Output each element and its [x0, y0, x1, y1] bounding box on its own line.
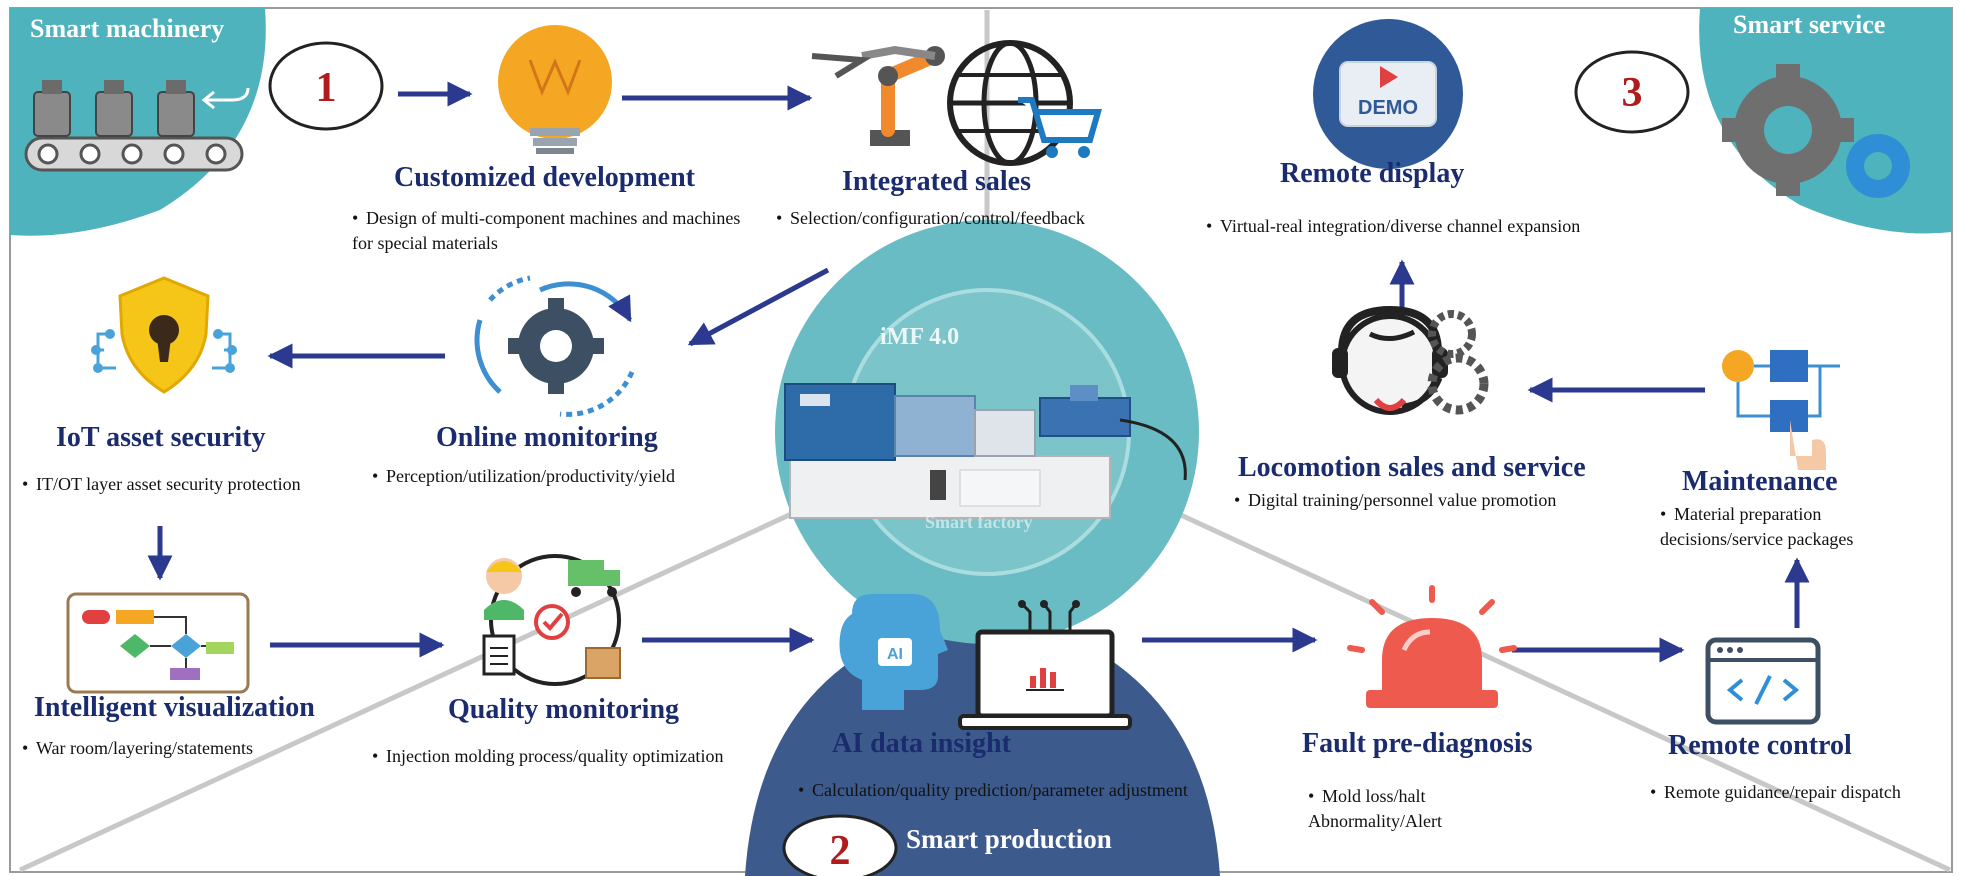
remote-display-title: Remote display: [1280, 158, 1465, 189]
number-3-text: 3: [1622, 70, 1643, 116]
demo-label: DEMO: [1358, 97, 1418, 119]
flow-process-icon: [1722, 350, 1840, 470]
injection-molding-machine-icon: [784, 383, 1187, 519]
smart-machinery-corner: [10, 8, 266, 236]
remote-control-text: Remote guidance/repair dispatch: [1664, 782, 1901, 802]
number-2-text: 2: [830, 828, 851, 874]
number-badge-2: 2: [782, 814, 898, 876]
locomotion-sales-title: Locomotion sales and service: [1238, 452, 1586, 483]
lightbulb-icon: [498, 25, 612, 154]
online-monitoring-title: Online monitoring: [436, 422, 658, 453]
gears-icon: [1722, 64, 1910, 198]
smart-production-title: Smart production: [906, 824, 1112, 854]
number-1-text: 1: [316, 65, 337, 111]
smart-service-title: Smart service: [1733, 10, 1886, 39]
integrated-sales-text: Selection/configuration/control/feedback: [790, 208, 1085, 228]
ai-data-insight-title: AI data insight: [832, 728, 1011, 759]
shield-lock-icon: [91, 276, 237, 394]
ai-data-insight-text: Calculation/quality prediction/parameter…: [812, 780, 1188, 800]
iot-asset-security-bullet: •IT/OT layer asset security protection: [22, 474, 301, 494]
intelligent-visualization-bullet: •War room/layering/statements: [22, 738, 253, 758]
divider-right: [1168, 507, 1952, 873]
quality-monitoring-bullet: •Injection molding process/quality optim…: [372, 746, 724, 766]
customized-development-text: Design of multi-component machines and m…: [352, 208, 741, 254]
quality-cycle-icon: [482, 554, 621, 686]
locomotion-sales-text: Digital training/personnel value promoti…: [1248, 490, 1557, 510]
online-monitoring-bullet: •Perception/utilization/productivity/yie…: [372, 466, 675, 486]
alarm-siren-icon: [1347, 585, 1517, 708]
remote-control-bullet: •Remote guidance/repair dispatch: [1650, 782, 1901, 802]
flow-arrows: [147, 81, 1810, 663]
integrated-sales-bullet: •Selection/configuration/control/feedbac…: [776, 208, 1085, 228]
fault-prediagnosis-title: Fault pre-diagnosis: [1302, 728, 1533, 759]
headset-agent-icon: [1332, 305, 1489, 415]
maintenance-text: Material preparation decisions/service p…: [1660, 504, 1854, 550]
number-badge-1: 1: [268, 41, 384, 131]
quality-monitoring-title: Quality monitoring: [448, 694, 680, 725]
hub-title: iMF 4.0: [880, 324, 960, 350]
remote-control-title: Remote control: [1668, 730, 1852, 761]
smart-machinery-title: Smart machinery: [30, 14, 225, 43]
conveyor-machinery-icon: [24, 80, 250, 172]
number-badge-3: 3: [1574, 50, 1690, 134]
demo-screen-icon: DEMO: [1313, 19, 1463, 169]
ai-data-insight-bullet: •Calculation/quality prediction/paramete…: [798, 780, 1188, 800]
locomotion-sales-bullet: •Digital training/personnel value promot…: [1234, 490, 1557, 510]
fault-prediagnosis-bullet: •Mold loss/halt Abnormality/Alert: [1308, 786, 1442, 832]
hub-subtitle: Smart factory: [925, 512, 1033, 532]
online-monitoring-text: Perception/utilization/productivity/yiel…: [386, 466, 675, 486]
divider-left: [18, 507, 802, 873]
remote-display-bullet: •Virtual-real integration/diverse channe…: [1206, 216, 1581, 236]
iot-asset-security-title: IoT asset security: [56, 422, 266, 453]
maintenance-bullet: •Material preparation decisions/service …: [1660, 504, 1854, 550]
fault-prediagnosis-line2: Abnormality/Alert: [1308, 811, 1442, 832]
fault-prediagnosis-line1: Mold loss/halt: [1322, 786, 1426, 806]
intelligent-visualization-text: War room/layering/statements: [36, 738, 253, 758]
intelligent-visualization-title: Intelligent visualization: [34, 692, 315, 723]
flowchart-icon: [66, 592, 250, 694]
ai-head-laptop-icon: AI: [839, 594, 1132, 730]
code-window-icon: [1705, 637, 1821, 725]
hub-circle: [775, 220, 1199, 644]
remote-display-text: Virtual-real integration/diverse channel…: [1220, 216, 1581, 236]
maintenance-title: Maintenance: [1682, 466, 1838, 497]
integrated-sales-title: Integrated sales: [842, 166, 1031, 197]
customized-development-bullet: •Design of multi-component machines and …: [352, 208, 741, 254]
quality-monitoring-text: Injection molding process/quality optimi…: [386, 746, 724, 766]
customized-development-title: Customized development: [394, 162, 695, 193]
ai-label: AI: [887, 646, 903, 663]
gear-cycle-icon: [474, 275, 635, 417]
robot-arm-globe-cart-icon: [811, 40, 1102, 166]
iot-asset-security-text: IT/OT layer asset security protection: [36, 474, 301, 494]
arrow-sales-to-online: [687, 267, 830, 347]
